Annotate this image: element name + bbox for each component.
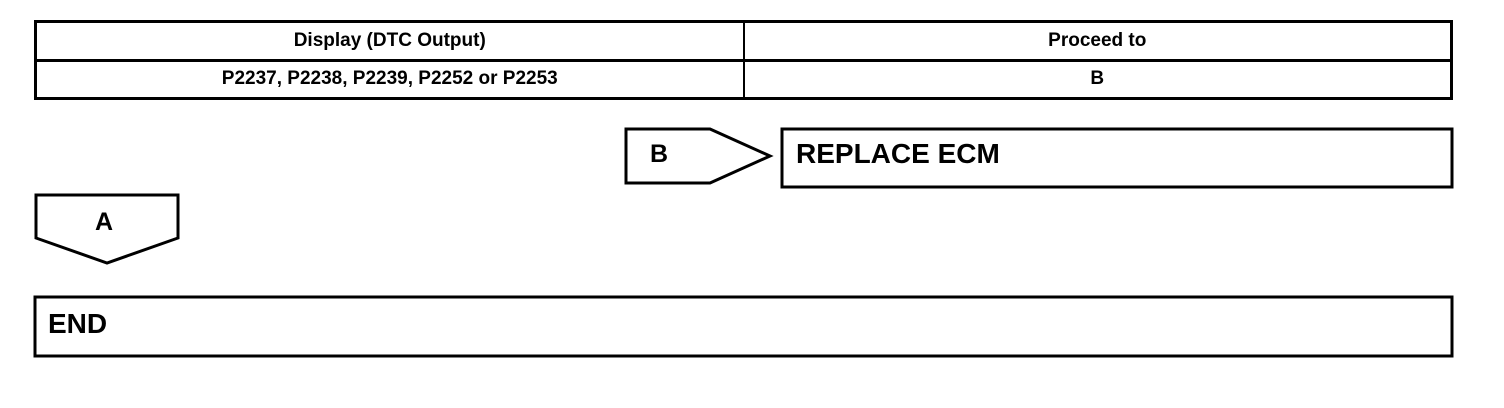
cell-proceed-to: B bbox=[742, 59, 1453, 100]
header-display-dtc-output: Display (DTC Output) bbox=[34, 20, 745, 62]
branch-b-arrow-shape bbox=[624, 127, 774, 185]
end-label: END bbox=[48, 308, 108, 339]
branch-a-arrow-shape bbox=[34, 193, 180, 265]
cell-dtc-codes: P2237, P2238, P2239, P2252 or P2253 bbox=[34, 59, 745, 100]
branch-b-label: B bbox=[650, 140, 669, 168]
table-header-row: Display (DTC Output) Proceed to bbox=[34, 20, 1453, 62]
table-row: P2237, P2238, P2239, P2252 or P2253 B bbox=[34, 59, 1453, 100]
replace-ecm-label: REPLACE ECM bbox=[796, 138, 1000, 169]
replace-ecm-box bbox=[780, 127, 1454, 189]
header-proceed-to: Proceed to bbox=[742, 20, 1453, 62]
end-box bbox=[33, 295, 1454, 358]
dtc-result-table: Display (DTC Output) Proceed to P2237, P… bbox=[34, 20, 1453, 100]
branch-a-label: A bbox=[95, 208, 114, 236]
